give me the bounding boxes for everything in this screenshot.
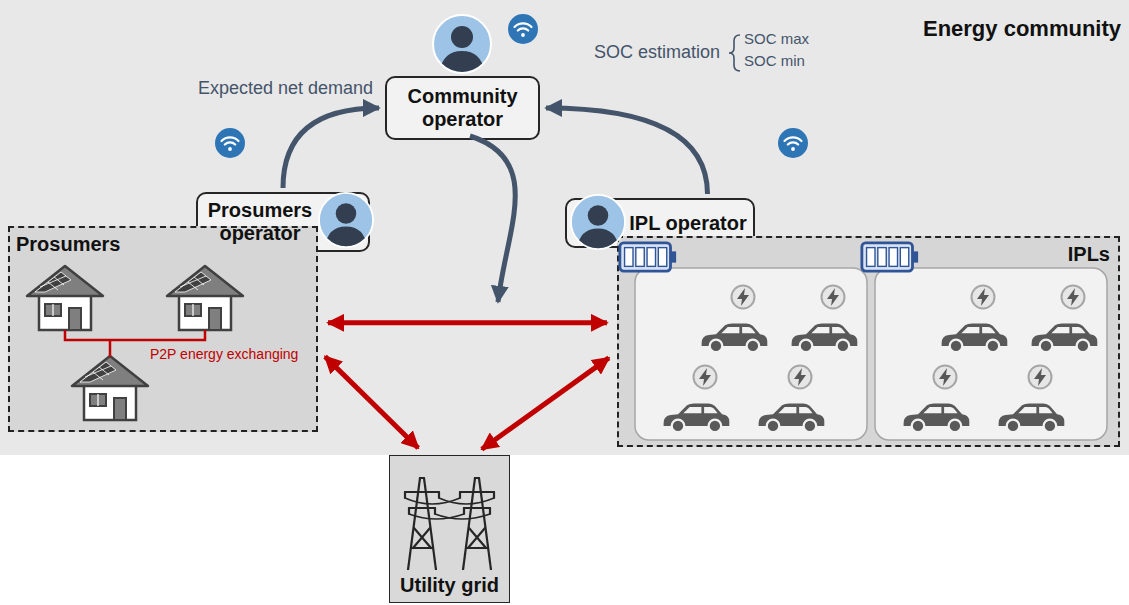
region-title: Utility grid [390, 573, 509, 597]
region-title: IPLs [1068, 242, 1110, 266]
energy-flow-arrow [328, 320, 607, 325]
wifi-icon [508, 14, 538, 44]
parking-lots [620, 243, 1107, 440]
region-title: Prosumers [16, 232, 121, 256]
operator-box: Community operator [385, 76, 540, 140]
utility-grid-box: Utility grid [389, 455, 510, 603]
wifi-icon [778, 128, 808, 158]
box-label: Prosumers operator [206, 199, 314, 245]
box-label: IPL operator [629, 212, 747, 235]
annotation-label: SOC min [744, 52, 805, 70]
wifi-icon [215, 128, 245, 158]
box-label: Community operator [397, 85, 528, 131]
edge-label: SOC estimation [594, 42, 720, 64]
region-title: Energy community [923, 16, 1121, 42]
annotation-label: P2P energy exchanging [150, 346, 298, 363]
edge-label: Expected net demand [198, 78, 373, 100]
annotation-label: SOC max [744, 30, 809, 48]
